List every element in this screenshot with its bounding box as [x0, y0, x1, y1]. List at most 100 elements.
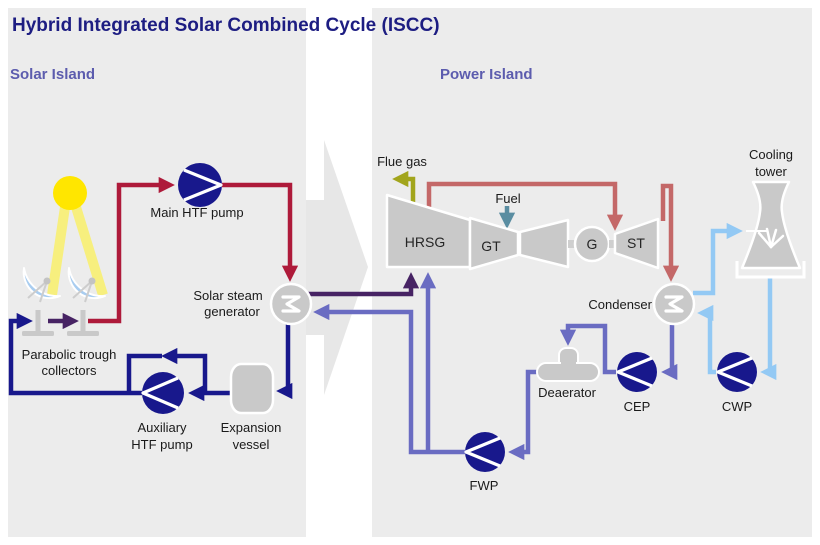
htf-hot-pipes — [88, 176, 299, 324]
pipe-aux-pump-to-collectors — [8, 312, 142, 396]
condenser-label: Condenser — [588, 297, 652, 312]
pipe-generator-to-vessel — [276, 323, 293, 400]
cwp-label: CWP — [722, 399, 752, 414]
pipe-generator-to-hrsg — [308, 272, 420, 297]
spray-icon — [757, 227, 785, 249]
flue-gas-label: Flue gas — [377, 154, 427, 169]
steam-pipes — [426, 181, 680, 282]
flow-direction-arrow-icon — [306, 140, 368, 395]
collector-post — [35, 310, 41, 331]
tower-basin — [735, 261, 806, 279]
deaerator-joint — [561, 352, 576, 368]
pipe-hrsg-to-st — [426, 181, 624, 231]
auxiliary-htf-pump-icon — [141, 372, 184, 414]
shaft-coupling — [609, 240, 615, 248]
cooling-water-pipes — [693, 222, 777, 381]
pump-chevron — [616, 356, 653, 388]
sun-ray-icon — [71, 205, 108, 297]
page-title: Hybrid Integrated Solar Combined Cycle (… — [12, 15, 440, 36]
heat-exchanger-symbol — [664, 295, 684, 313]
gt-label: GT — [481, 238, 501, 254]
cooling-tower-label-1: Cooling — [749, 147, 793, 162]
st-label: ST — [627, 235, 645, 251]
cep-pump-icon — [616, 352, 657, 392]
pump-body — [717, 352, 757, 392]
collector-base — [22, 331, 54, 336]
collectors-label-1: Parabolic trough — [22, 347, 117, 362]
solar-steam-generator-icon — [269, 282, 313, 326]
collector-frame — [27, 280, 48, 299]
collector-frame — [39, 280, 48, 303]
parabolic-collector-2 — [67, 267, 106, 336]
main-htf-pump-label: Main HTF pump — [150, 205, 243, 220]
collector-base — [67, 331, 99, 336]
pump-chevron — [183, 168, 223, 202]
aux-htf-pump-label-2: HTF pump — [131, 437, 192, 452]
expansion-vessel-label-1: Expansion — [221, 420, 282, 435]
aux-htf-pump-label-1: Auxiliary — [137, 420, 187, 435]
solar-steam-pipes — [48, 272, 420, 330]
pump-body — [617, 352, 657, 392]
pipe-condenser-to-cep — [661, 325, 678, 381]
deaerator-icon — [536, 347, 600, 382]
fwp-label: FWP — [470, 478, 499, 493]
pipe-fwp-to-generator — [313, 303, 465, 455]
fwp-pump-icon — [464, 432, 505, 472]
pump-chevron — [464, 436, 501, 468]
generator-label: G — [587, 236, 598, 252]
pipe-deaerator-to-fwp — [508, 369, 538, 461]
collectors-label-2: collectors — [42, 363, 97, 378]
deaerator-label: Deaerator — [538, 385, 596, 400]
parabolic-collector-1 — [22, 267, 61, 336]
expansion-vessel-label-2: vessel — [233, 437, 270, 452]
main-htf-pump-icon — [178, 163, 223, 207]
flue-gas-pipes — [392, 170, 416, 204]
heat-exchanger-body — [652, 282, 696, 326]
heat-exchanger-body — [269, 282, 313, 326]
htf-cold-pipes — [8, 312, 293, 402]
solar-steam-generator-label-2: generator — [204, 304, 260, 319]
solar-steam-generator-label-1: Solar steam — [193, 288, 262, 303]
pipe-main-pump-to-generator — [222, 182, 299, 282]
solar-island-label: Solar Island — [10, 66, 95, 83]
sun-and-rays — [47, 176, 108, 297]
collector-mirror-icon — [67, 267, 106, 300]
pipe-cep-to-deaerator — [559, 323, 616, 375]
cooling-tower-icon — [735, 180, 806, 279]
collector-post — [80, 310, 86, 331]
collector-frame — [72, 280, 93, 299]
collector-mirror-icon — [22, 267, 61, 300]
sun-ray-icon — [47, 206, 70, 296]
pipe-aux-pump-bypass-a — [161, 347, 208, 391]
pump-chevron — [716, 356, 753, 388]
pipe-aux-pump-bypass-b — [126, 353, 162, 391]
pipe-st-to-condenser — [660, 183, 680, 282]
pipe-condenser-to-tower — [693, 222, 743, 296]
condenser-icon — [652, 282, 696, 326]
pipe-cwp-to-condenser — [697, 304, 716, 375]
pump-chevron — [141, 376, 179, 410]
cwp-pump-icon — [716, 352, 757, 392]
collector-frame — [84, 280, 93, 303]
collector-pivot-icon — [43, 277, 51, 285]
gas-turbine-expander-icon — [518, 218, 570, 269]
pump-body — [178, 163, 222, 207]
cep-label: CEP — [624, 399, 651, 414]
tower-shell — [740, 180, 802, 270]
pump-body — [465, 432, 505, 472]
pump-body — [142, 372, 184, 414]
sun-icon — [53, 176, 87, 210]
power-island-label: Power Island — [440, 66, 533, 83]
expansion-vessel-icon — [229, 362, 275, 415]
power-island-panel — [372, 8, 812, 537]
gas-turbine-compressor-icon — [468, 216, 520, 271]
heat-exchanger-symbol — [281, 295, 301, 313]
collector-pivot-icon — [88, 277, 96, 285]
hrsg-label: HRSG — [405, 234, 445, 250]
steam-turbine-icon — [613, 217, 660, 270]
feedwater-pipes — [313, 272, 678, 461]
pipe-flue-gas — [392, 170, 416, 204]
fuel-label: Fuel — [495, 191, 520, 206]
